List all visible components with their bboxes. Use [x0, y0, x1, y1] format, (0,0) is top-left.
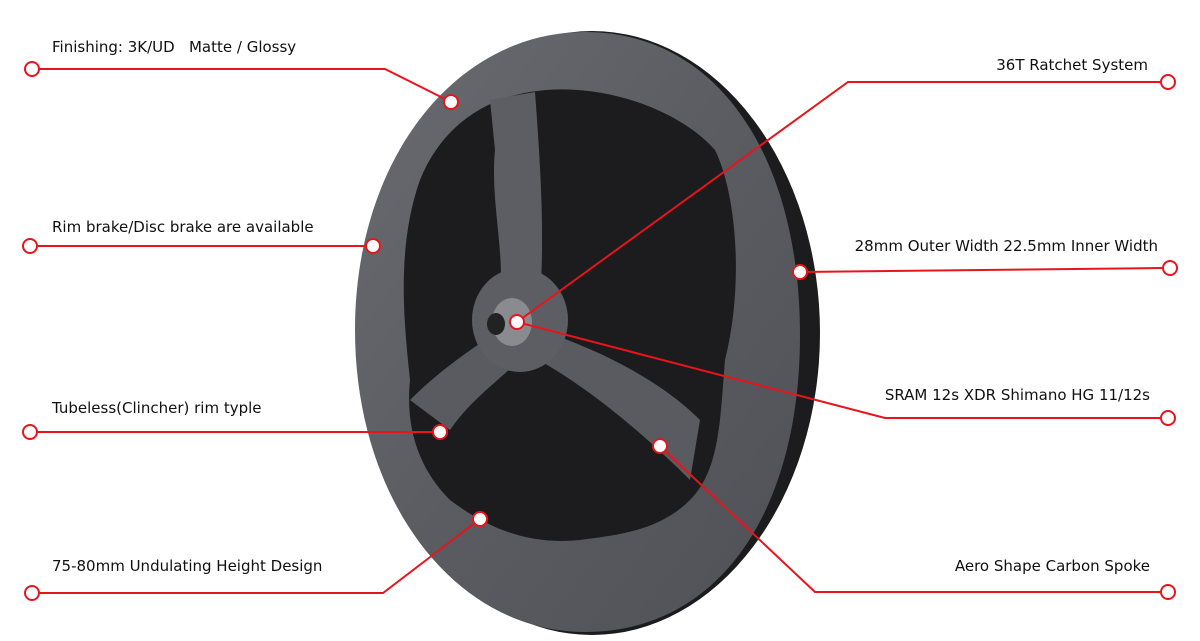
callout-lines: [38, 68, 1163, 594]
spoke-top: [490, 92, 543, 300]
wheel: [355, 31, 820, 635]
callout-freehub: SRAM 12s XDR Shimano HG 11/12s: [884, 386, 1150, 404]
callout-finishing: Finishing: 3K/UD Matte / Glossy: [52, 38, 297, 56]
callout-brake: Rim brake/Disc brake are available: [52, 218, 314, 236]
callout-endpoints: [22, 61, 1178, 601]
callout-ratchet: 36T Ratchet System: [996, 56, 1148, 74]
callout-rim-type: Tubeless(Clincher) rim typle: [52, 399, 262, 417]
callout-height: 75-80mm Undulating Height Design: [52, 557, 323, 575]
axle-end: [487, 313, 505, 335]
callout-width: 28mm Outer Width 22.5mm Inner Width: [854, 237, 1158, 255]
callout-spoke: Aero Shape Carbon Spoke: [954, 557, 1150, 575]
